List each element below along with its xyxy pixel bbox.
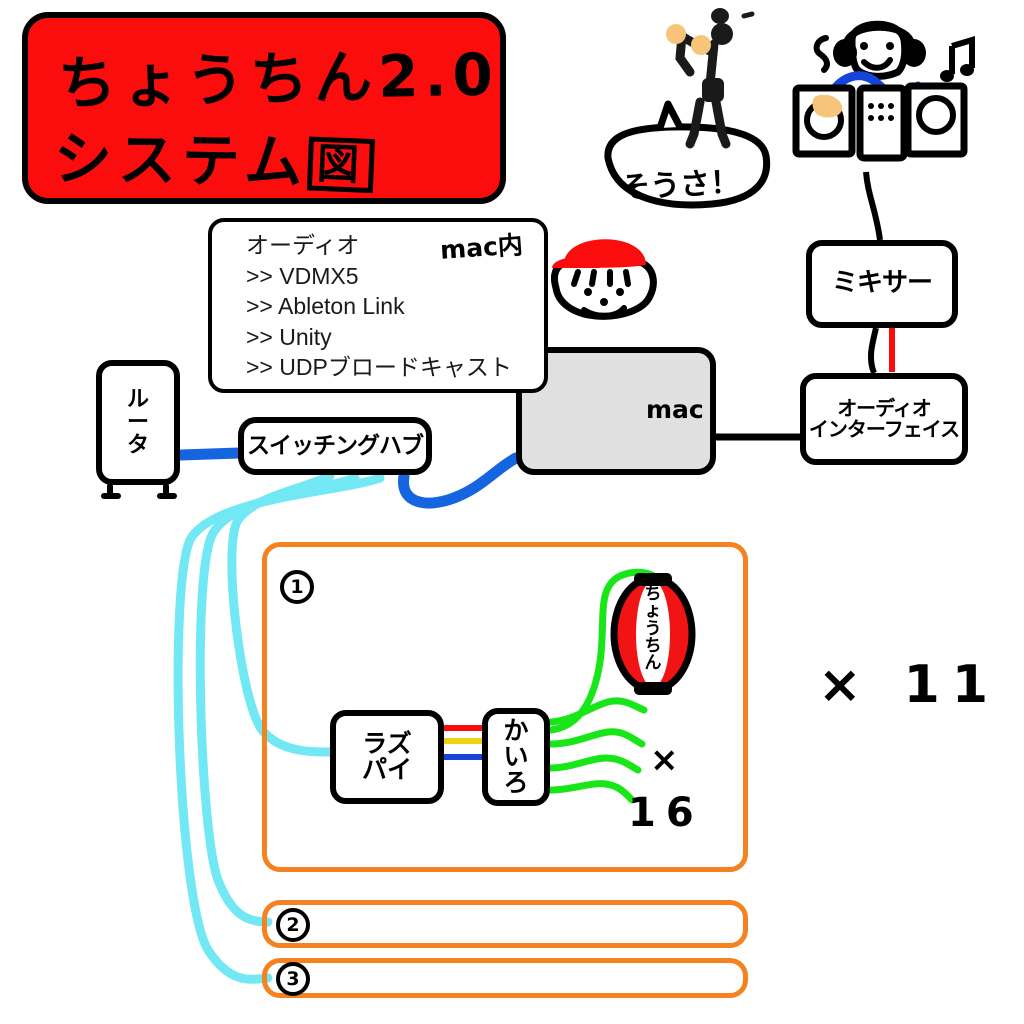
circuit-node: か い ろ: [482, 708, 550, 806]
switching-hub-node: スイッチングハブ: [238, 417, 432, 475]
raspberry-pi-label-line-2: パイ: [361, 755, 412, 784]
mixer-node: ミキサー: [806, 240, 958, 328]
lantern-wire-3: [547, 728, 646, 748]
switching-hub-label: スイッチングハブ: [247, 432, 424, 459]
mac-scope-label: mac内: [439, 230, 524, 265]
audio-callout-item-1: >> Ableton Link: [246, 293, 405, 320]
cable-dj-to-mixer: [863, 171, 883, 241]
title-line-2-main: システム: [53, 124, 309, 197]
router-label-line-2: ー: [126, 409, 149, 435]
audio-callout-item-3: >> UDPブロードキャスト: [246, 354, 512, 381]
lan-cable-to-group-3: [173, 473, 385, 984]
title-line-2: システム図: [53, 112, 376, 200]
audio-interface-label-line-1: オーディオ: [837, 396, 932, 420]
router-label-line-3: タ: [126, 433, 149, 459]
lantern-count-value: 16: [628, 790, 704, 836]
lantern-count-multiplier-symbol: ×: [650, 740, 679, 780]
lantern-wires-green: [547, 568, 658, 804]
audio-callout-heading: オーディオ: [246, 232, 360, 258]
audio-callout-item-0: >> VDMX5: [246, 262, 359, 289]
router-legs: [101, 483, 177, 499]
mac-label: mac: [646, 395, 704, 424]
router-node: ル ー タ: [96, 360, 180, 485]
speech-bubble-text: そうさ！: [619, 164, 742, 207]
audio-callout-item-2: >> Unity: [246, 323, 332, 350]
group-number-2: 2: [276, 908, 310, 942]
router-label-line-1: ル: [126, 386, 149, 412]
circuit-label-line-1: か: [503, 715, 529, 745]
title-line-1: ちょうちん2.0: [57, 40, 500, 118]
raspberry-pi-label-line-1: ラズ: [362, 728, 412, 758]
cable-mixer-to-ai-black: [867, 327, 879, 375]
lantern-wire-2: [547, 697, 648, 726]
lantern-icon: [610, 573, 696, 695]
mixer-label: ミキサー: [831, 268, 933, 299]
mac-node: [516, 347, 716, 475]
dj-person-icon: [792, 20, 975, 162]
lantern-wire-4: [547, 754, 642, 774]
circuit-label-line-2: い: [503, 741, 529, 771]
music-note-small-icon: [813, 35, 830, 73]
audio-interface-node: オーディオ インターフェイス: [800, 373, 968, 465]
person-with-red-cap-icon: [550, 239, 657, 320]
title-banner: ちょうちん2.0 システム図: [22, 12, 506, 204]
audio-software-callout: オーディオ >> VDMX5 >> Ableton Link >> Unity …: [208, 218, 548, 393]
group-count-multiplier: × 11: [818, 655, 1001, 715]
device-group-2-panel: [262, 900, 748, 948]
group-number-1: 1: [280, 570, 314, 604]
cable-hub-to-mac: [398, 452, 522, 509]
title-boxed-char: 図: [307, 136, 376, 194]
group-number-3: 3: [276, 962, 310, 996]
lantern-wire-5: [547, 780, 636, 804]
dancing-person-icon: [666, 8, 755, 149]
cable-router-to-hub: [175, 447, 245, 461]
audio-interface-label-line-2: インターフェイス: [808, 417, 960, 441]
gpio-ribbon-cables: [441, 725, 487, 760]
lan-cable-cyan-group: [173, 471, 385, 984]
device-group-1-panel: [262, 542, 748, 872]
lantern-label: ちょうちん: [644, 584, 662, 674]
music-note-icon: [940, 35, 975, 82]
circuit-label-line-3: ろ: [503, 768, 529, 798]
device-group-3-panel: [262, 958, 748, 998]
raspberry-pi-node: ラズ パイ: [330, 710, 444, 804]
